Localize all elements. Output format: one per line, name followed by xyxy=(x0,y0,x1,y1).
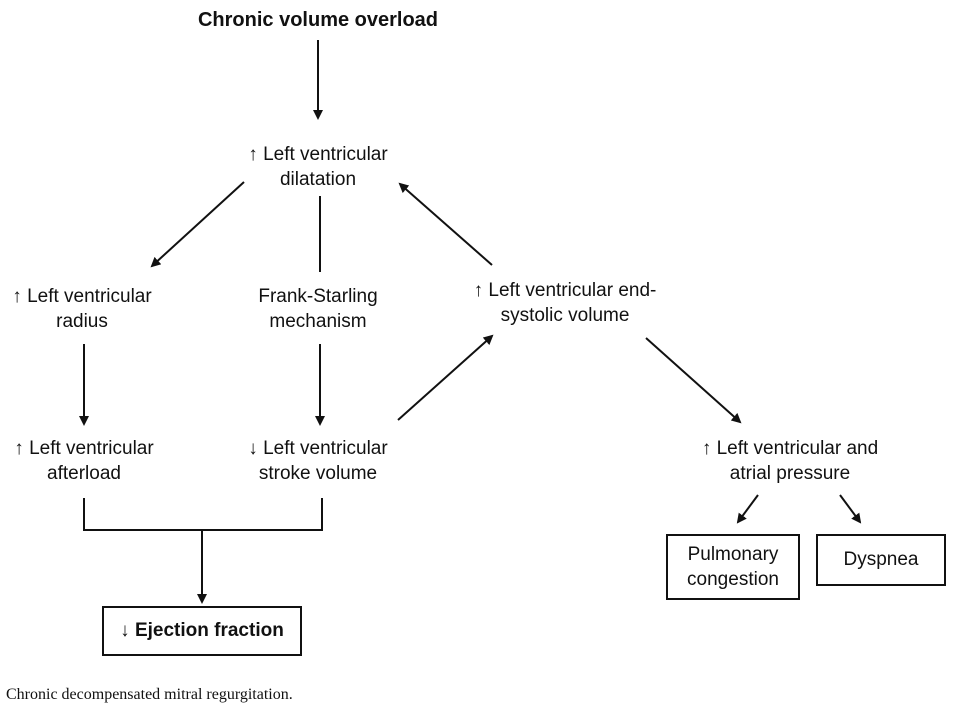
node-label: Left ventricular end- xyxy=(483,280,657,301)
node-label: congestion xyxy=(687,569,779,590)
node-label: systolic volume xyxy=(500,305,630,326)
arrow-stroke-volume-to-esv xyxy=(397,334,494,421)
node-lv-dilatation: ↑ Left ventricular dilatation xyxy=(248,142,387,192)
arrow-esv-to-pressure xyxy=(645,337,742,424)
figure-caption: Chronic decompensated mitral regurgitati… xyxy=(6,686,293,703)
node-dyspnea: Dyspnea xyxy=(816,534,946,586)
decrease-arrow-icon: ↓ xyxy=(120,620,130,641)
node-pulmonary-congestion: Pulmonary congestion xyxy=(666,534,800,600)
increase-arrow-icon: ↑ xyxy=(248,144,258,165)
node-label: Left ventricular xyxy=(23,438,154,459)
arrow-esv-to-dilatation xyxy=(398,182,493,266)
node-label: Pulmonary xyxy=(687,544,779,565)
node-label: Dyspnea xyxy=(843,549,919,570)
node-label: Ejection fraction xyxy=(129,620,284,641)
node-lv-atrial-pressure: ↑ Left ventricular and atrial pressure xyxy=(702,436,878,486)
increase-arrow-icon: ↑ xyxy=(12,286,22,307)
node-frank-starling: Frank-Starling mechanism xyxy=(258,284,377,334)
node-lv-afterload: ↑ Left ventricular afterload xyxy=(14,436,153,486)
node-ejection-fraction: ↓ Ejection fraction xyxy=(102,606,302,656)
arrow-pressure-to-dyspnea xyxy=(839,494,862,524)
arrow-dilatation-to-radius xyxy=(150,181,245,268)
node-chronic-volume-overload: Chronic volume overload xyxy=(198,8,438,33)
arrow-pressure-to-pulmonary-congestion xyxy=(736,494,759,524)
node-label: Left ventricular and xyxy=(711,438,879,459)
decrease-arrow-icon: ↓ xyxy=(248,438,258,459)
node-lv-radius: ↑ Left ventricular radius xyxy=(12,284,151,334)
node-label: Chronic volume overload xyxy=(197,9,439,31)
increase-arrow-icon: ↑ xyxy=(701,438,712,459)
node-label: radius xyxy=(56,311,108,332)
node-label: mechanism xyxy=(269,311,367,332)
node-label: dilatation xyxy=(279,169,357,190)
increase-arrow-icon: ↑ xyxy=(473,280,484,301)
node-label: Frank-Starling xyxy=(258,286,378,307)
node-lv-end-systolic-volume: ↑ Left ventricular end- systolic volume xyxy=(474,278,657,328)
node-lv-stroke-volume: ↓ Left ventricular stroke volume xyxy=(248,436,387,486)
node-label: afterload xyxy=(47,463,121,484)
node-label: Left ventricular xyxy=(21,286,152,307)
node-label: Left ventricular xyxy=(257,144,388,165)
node-label: atrial pressure xyxy=(729,463,851,484)
bracket-afterload-stroke-volume xyxy=(83,498,323,531)
node-label: stroke volume xyxy=(258,463,378,484)
node-label: Left ventricular xyxy=(257,438,388,459)
increase-arrow-icon: ↑ xyxy=(14,438,24,459)
